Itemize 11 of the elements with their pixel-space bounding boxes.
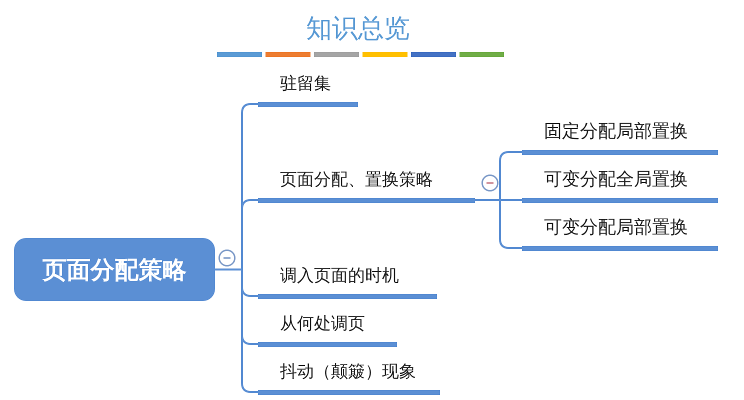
branch-topic: 可变分配全局置换 [522, 166, 718, 202]
title: 知识总览 [306, 13, 410, 45]
branch-topic: 驻留集 [258, 70, 358, 106]
root-topic-box: 页面分配策略 [14, 238, 215, 301]
branch-topic: 固定分配局部置换 [522, 118, 718, 154]
branch-topic: 抖动（颠簸）现象 [258, 358, 440, 394]
connector-line [475, 199, 522, 249]
branch-topic: 可变分配局部置换 [522, 214, 718, 250]
branch-topic: 页面分配、置换策略 [258, 166, 475, 202]
branch-topic: 调入页面的时机 [258, 262, 437, 298]
branch-topic: 从何处调页 [258, 310, 397, 346]
